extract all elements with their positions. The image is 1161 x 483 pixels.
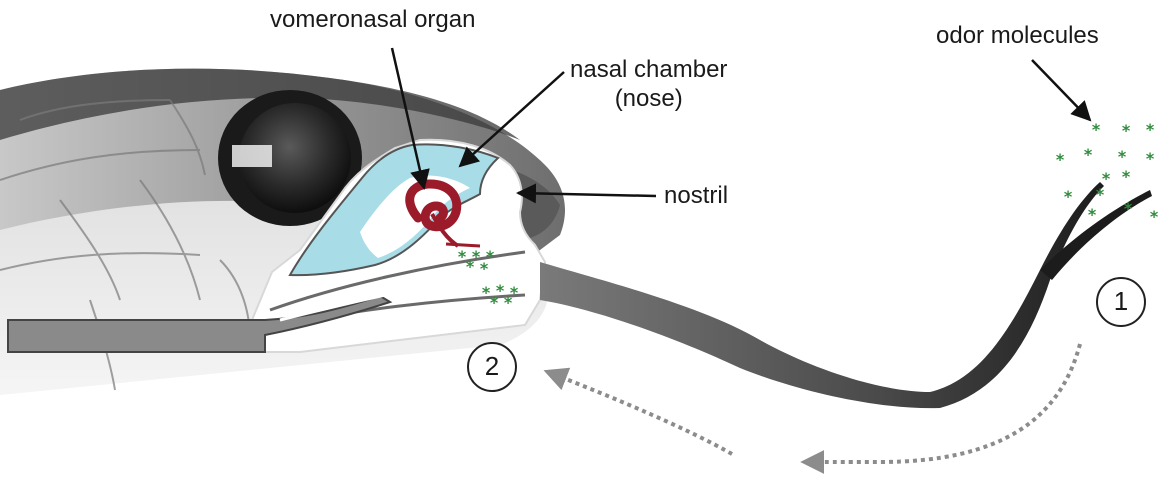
odor-molecule: *	[480, 259, 489, 278]
label-nasal-chamber: nasal chamber (nose)	[570, 56, 727, 114]
label-nostril: nostril	[664, 182, 728, 211]
odor-molecule: *	[1096, 185, 1105, 204]
odor-molecule: *	[1146, 120, 1155, 139]
odor-molecule: *	[1146, 149, 1155, 168]
arrow-odor	[1032, 60, 1090, 120]
odor-molecule: *	[1092, 120, 1101, 139]
odor-molecule: *	[1064, 187, 1073, 206]
step-2-label: 2	[468, 351, 516, 382]
dotted-arrow-upper	[548, 372, 732, 454]
label-vomeronasal-organ: vomeronasal organ	[270, 6, 475, 35]
odor-molecule: *	[1150, 207, 1159, 226]
odor-molecule: *	[1122, 121, 1131, 140]
odor-molecule: *	[1084, 145, 1093, 164]
odor-molecule: *	[1056, 150, 1065, 169]
odor-molecule: *	[504, 293, 513, 312]
odor-molecule: *	[1118, 147, 1127, 166]
label-nasal-chamber-line1: nasal chamber	[570, 56, 727, 85]
label-odor-molecules: odor molecules	[936, 22, 1099, 51]
odor-molecule: *	[1088, 205, 1097, 224]
odor-molecule: *	[490, 293, 499, 312]
odor-molecule: *	[466, 257, 475, 276]
step-1-label: 1	[1097, 286, 1145, 317]
label-nasal-chamber-line2: (nose)	[570, 85, 727, 114]
odor-molecule: *	[1122, 167, 1131, 186]
odor-molecule: *	[1124, 199, 1133, 218]
